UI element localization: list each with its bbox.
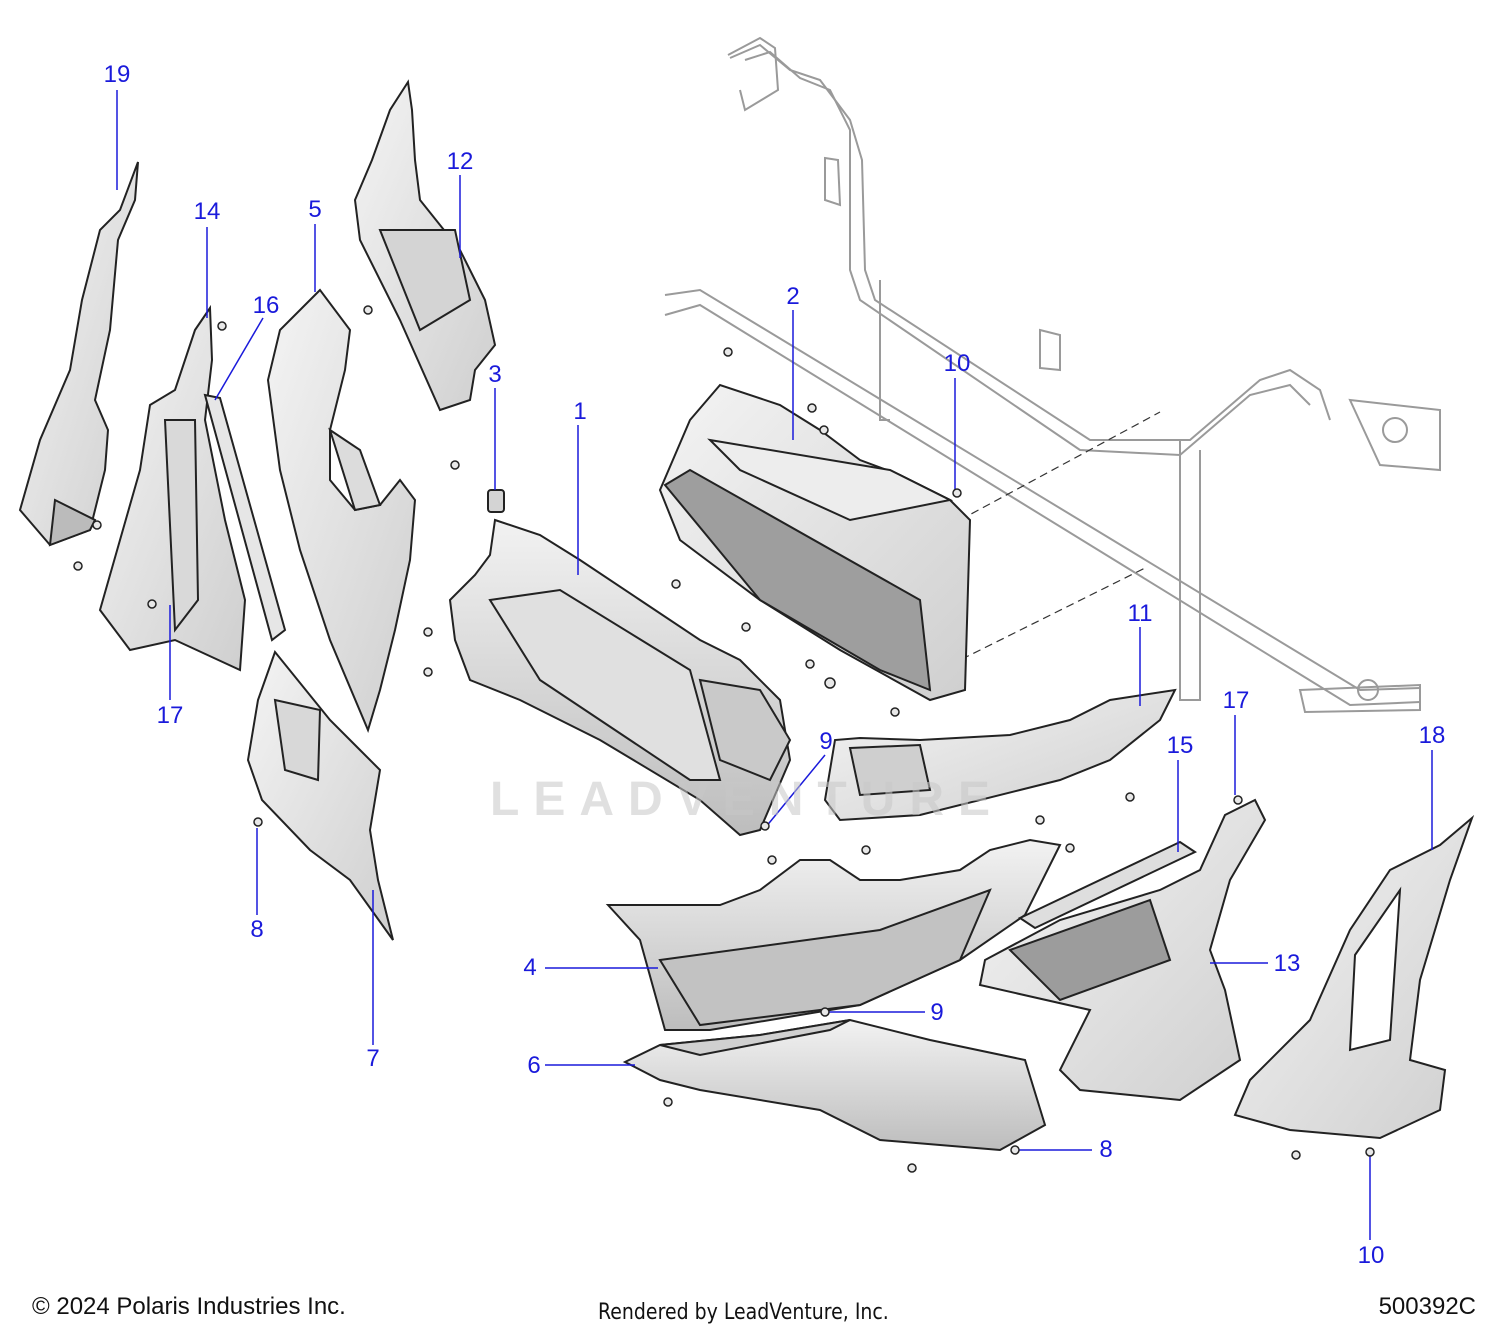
part-4-lower-bumper [605,838,1062,1031]
callout-2[interactable]: 2 [786,283,800,310]
part-7-lower-side-panel [246,649,394,941]
frame-structure [664,36,1441,714]
part-16-trim-strip [203,393,287,642]
callout-9-lower[interactable]: 9 [930,999,944,1026]
rendered-by-notice: Rendered by LeadVenture, Inc. [598,1300,889,1325]
part-11-upper-trim [823,688,1177,822]
part-14-inner-panel [98,304,247,672]
callout-4[interactable]: 4 [523,954,537,981]
callout-15[interactable]: 15 [1166,732,1194,759]
callout-5[interactable]: 5 [308,196,322,223]
part-19-side-panel [18,161,139,547]
watermark: LEADVENTURE [490,773,1005,826]
callout-14[interactable]: 14 [193,198,221,225]
callout-11[interactable]: 11 [1127,600,1153,627]
callout-10-lower[interactable]: 10 [1357,1242,1385,1269]
callout-18[interactable]: 18 [1418,722,1446,749]
callout-8-left[interactable]: 8 [250,916,264,943]
frame-dashed-guides [949,411,1161,666]
document-number: 500392C [1378,1293,1476,1320]
part-12-upper-vent [353,79,497,412]
callout-8-right[interactable]: 8 [1099,1136,1113,1163]
part-1-bumper-frame [448,518,792,837]
part-18-side-panel [1233,814,1475,1140]
part-15-trim-strip [1017,840,1198,930]
part-6-skid-plate [622,1018,1047,1152]
callout-16[interactable]: 16 [252,292,280,319]
part-5-side-fascia [266,288,417,733]
callout-3[interactable]: 3 [488,361,502,388]
callout-9-upper[interactable]: 9 [819,728,833,755]
callout-13[interactable]: 13 [1273,950,1301,977]
part-13-side-vent [978,798,1267,1102]
callout-10-upper[interactable]: 10 [943,350,971,377]
part-3-bumper-stop [487,489,505,513]
callout-12[interactable]: 12 [446,148,474,175]
callout-7[interactable]: 7 [366,1045,380,1072]
fasteners [73,305,1375,1173]
callout-1[interactable]: 1 [573,398,587,425]
callout-17-left[interactable]: 17 [156,702,184,729]
callout-19[interactable]: 19 [103,61,131,88]
leader-lines [116,90,1433,1240]
callout-6[interactable]: 6 [527,1052,541,1079]
part-2-grille [658,383,972,702]
callout-17-right[interactable]: 17 [1222,687,1250,714]
copyright-notice: © 2024 Polaris Industries Inc. [32,1293,346,1320]
